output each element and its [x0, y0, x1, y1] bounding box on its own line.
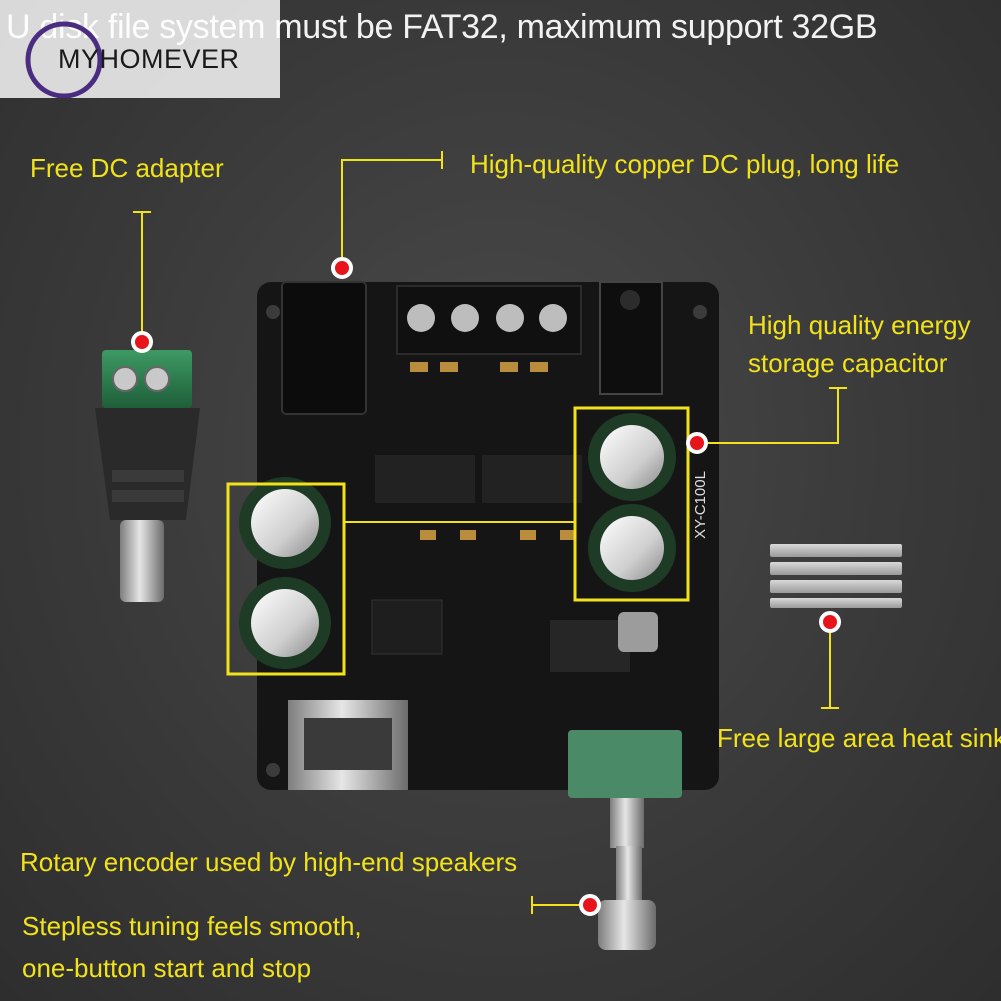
callout-encoder: Rotary encoder used by high-end speakers	[20, 847, 518, 877]
callout-markers	[131, 257, 841, 916]
callout-dc-adapter: Free DC adapter	[30, 153, 224, 183]
heat-sink	[770, 544, 902, 608]
callout-tuning-line2: one-button start and stop	[22, 953, 312, 983]
dc-adapter	[95, 350, 200, 602]
brand-name: MYHOMEVER	[58, 44, 240, 74]
brand-watermark: MYHOMEVER	[0, 0, 280, 98]
callout-dc-plug: High-quality copper DC plug, long life	[470, 149, 900, 179]
brand-logo-mark	[25, 21, 103, 98]
pcb-board	[226, 281, 719, 790]
leader-lines	[133, 151, 847, 914]
callout-tuning-line1: Stepless tuning feels smooth,	[22, 911, 362, 941]
callout-capacitor-line1: High quality energy	[748, 310, 971, 340]
callout-capacitor-line2: storage capacitor	[748, 348, 948, 378]
rotary-encoder	[568, 730, 682, 950]
board-marking: XY-C100L	[692, 471, 709, 539]
callout-heat-sink: Free large area heat sink	[717, 723, 1001, 753]
